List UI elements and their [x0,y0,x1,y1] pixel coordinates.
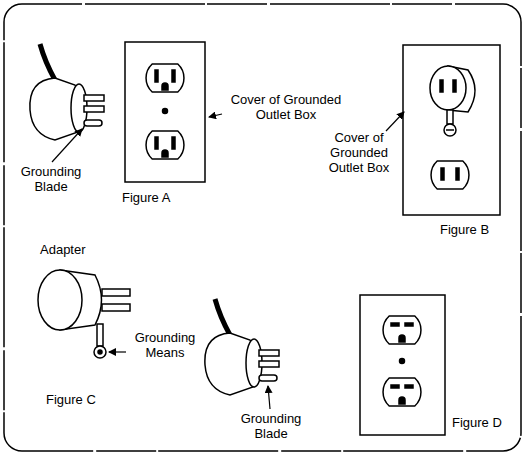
label: Adapter [40,242,120,257]
label: Cover of Grounded Outlet Box [224,92,348,122]
label: Figure D [452,415,516,430]
label: Grounding Means [128,330,202,360]
frame [4,4,521,451]
leader-line [209,114,222,117]
label: Cover of Grounded Outlet Box [322,130,396,175]
plug [30,44,104,140]
label: Figure C [46,392,126,407]
leader-line [109,351,126,352]
leader-line [52,129,82,162]
adapter [38,270,130,358]
outlet-plate [125,42,205,182]
plug [205,299,279,395]
label: Figure B [440,222,514,237]
label: Figure A [122,190,202,205]
outlet-plate [360,295,445,435]
leader-line [268,386,270,409]
leader-line [386,112,404,131]
label: Grounding Blade [234,411,308,441]
outlet-plate [403,45,500,215]
label: Grounding Blade [14,164,88,194]
